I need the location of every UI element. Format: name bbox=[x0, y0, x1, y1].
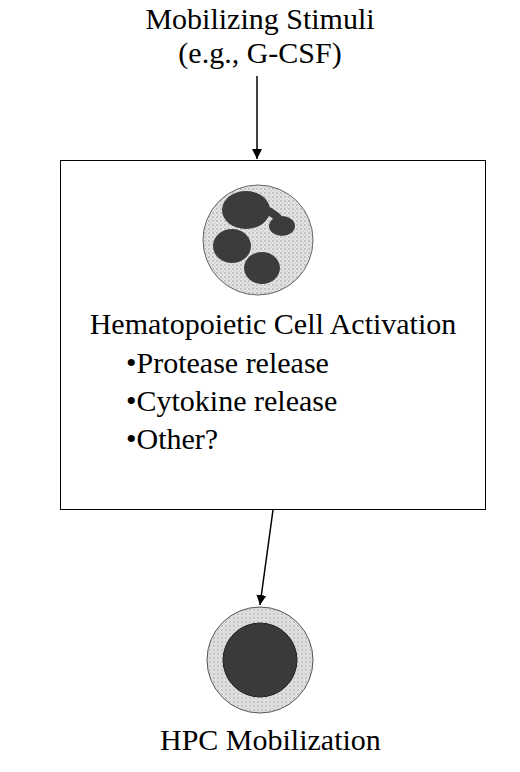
outer-ring bbox=[207, 607, 313, 713]
neutrophil-illustration bbox=[203, 185, 313, 295]
bullet-item: •Cytokine release bbox=[126, 382, 466, 420]
nucleus-bridge bbox=[262, 208, 284, 226]
box-heading: Hematopoietic Cell Activation bbox=[61, 305, 485, 343]
result-circle: HPC Mobilization bbox=[160, 605, 360, 765]
cell-body bbox=[203, 185, 313, 295]
flow-arrow bbox=[260, 510, 273, 605]
input-arrow bbox=[256, 76, 258, 159]
nucleus-lobe bbox=[269, 216, 295, 236]
bullet-item: •Other? bbox=[126, 420, 466, 458]
stimulus-label: (e.g., G-CSF) bbox=[0, 34, 520, 72]
circle-outline bbox=[205, 605, 315, 715]
nucleus-lobe bbox=[213, 229, 251, 263]
bullet-item: •Protease release bbox=[126, 344, 466, 382]
inner-core bbox=[223, 623, 297, 697]
stimulus-label: Mobilizing Stimuli bbox=[0, 0, 520, 38]
node-label: HPC Mobilization bbox=[160, 721, 360, 759]
nucleus-lobe bbox=[222, 191, 270, 229]
process-box: Hematopoietic Cell Activation•Protease r… bbox=[60, 160, 486, 510]
nucleus-lobe bbox=[244, 252, 280, 284]
